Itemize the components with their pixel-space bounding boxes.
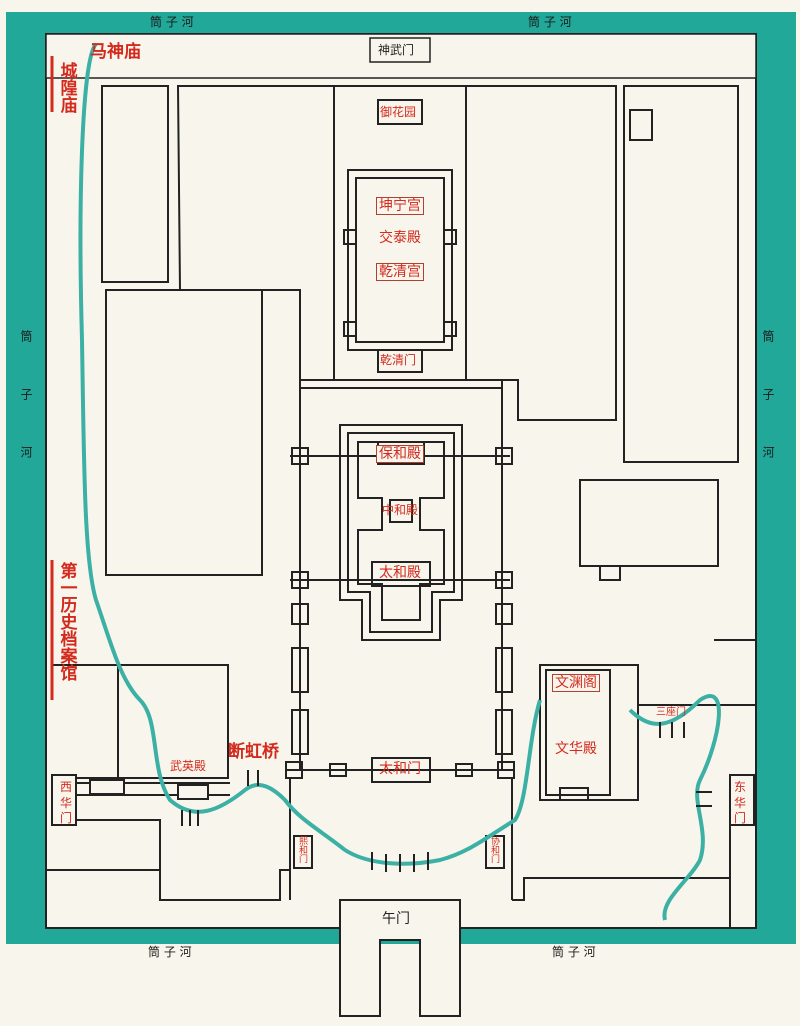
label-wenhuadian: 文华殿 (555, 741, 597, 757)
label-xihuamen: 西华门 (60, 780, 73, 826)
label-duanhongqiao: 断虹桥 (228, 742, 279, 762)
label-archives: 第一历史档案馆 (56, 562, 77, 681)
label-xiehemen: 协和门 (489, 836, 499, 863)
shenwumen-gate (369, 37, 431, 63)
moat-label-bottom-left: 筒 子 河 (148, 945, 192, 959)
moat-label-right: 筒子河 (761, 330, 775, 504)
east-river (628, 694, 721, 921)
south-wall (46, 819, 731, 1017)
label-kunninggong: 坤宁宫 (376, 197, 424, 215)
label-yuhuayuan: 御花园 (380, 105, 417, 119)
label-chenghuangmiao: 城隍庙 (56, 62, 77, 113)
taihemen-row (285, 757, 515, 900)
label-shenwumen: 神武门 (378, 43, 415, 57)
outer-court (290, 379, 513, 770)
label-wumen: 午门 (382, 911, 410, 927)
bridges (181, 722, 712, 872)
label-xiheman: 熙和门 (297, 836, 307, 863)
label-mashenmiao: 马神庙 (90, 42, 141, 62)
inner-golden-water-river (78, 42, 542, 866)
moat-label-top-left: 筒 子 河 (150, 15, 194, 29)
label-wenyuange: 文渊阁 (552, 674, 600, 692)
side-gates (51, 774, 755, 826)
label-donghuamen: 东华门 (734, 780, 747, 826)
label-baohedian: 保和殿 (376, 445, 424, 463)
moat-label-bottom-right: 筒 子 河 (552, 945, 596, 959)
moat-label-top-right: 筒 子 河 (528, 15, 572, 29)
label-wuyingdian: 武英殿 (170, 759, 207, 773)
label-zhonghedian: 中和殿 (382, 503, 419, 517)
label-taihedian: 太和殿 (379, 565, 421, 581)
label-qianqingmen: 乾清门 (380, 353, 417, 367)
label-sanzuomen: 三座门 (656, 707, 686, 718)
label-taihemen: 太和门 (379, 761, 421, 777)
label-qianqinggong: 乾清宫 (376, 263, 424, 281)
inner-court (333, 85, 467, 381)
label-jiaotaidian: 交泰殿 (379, 230, 421, 246)
moat-label-left: 筒子河 (19, 330, 33, 504)
